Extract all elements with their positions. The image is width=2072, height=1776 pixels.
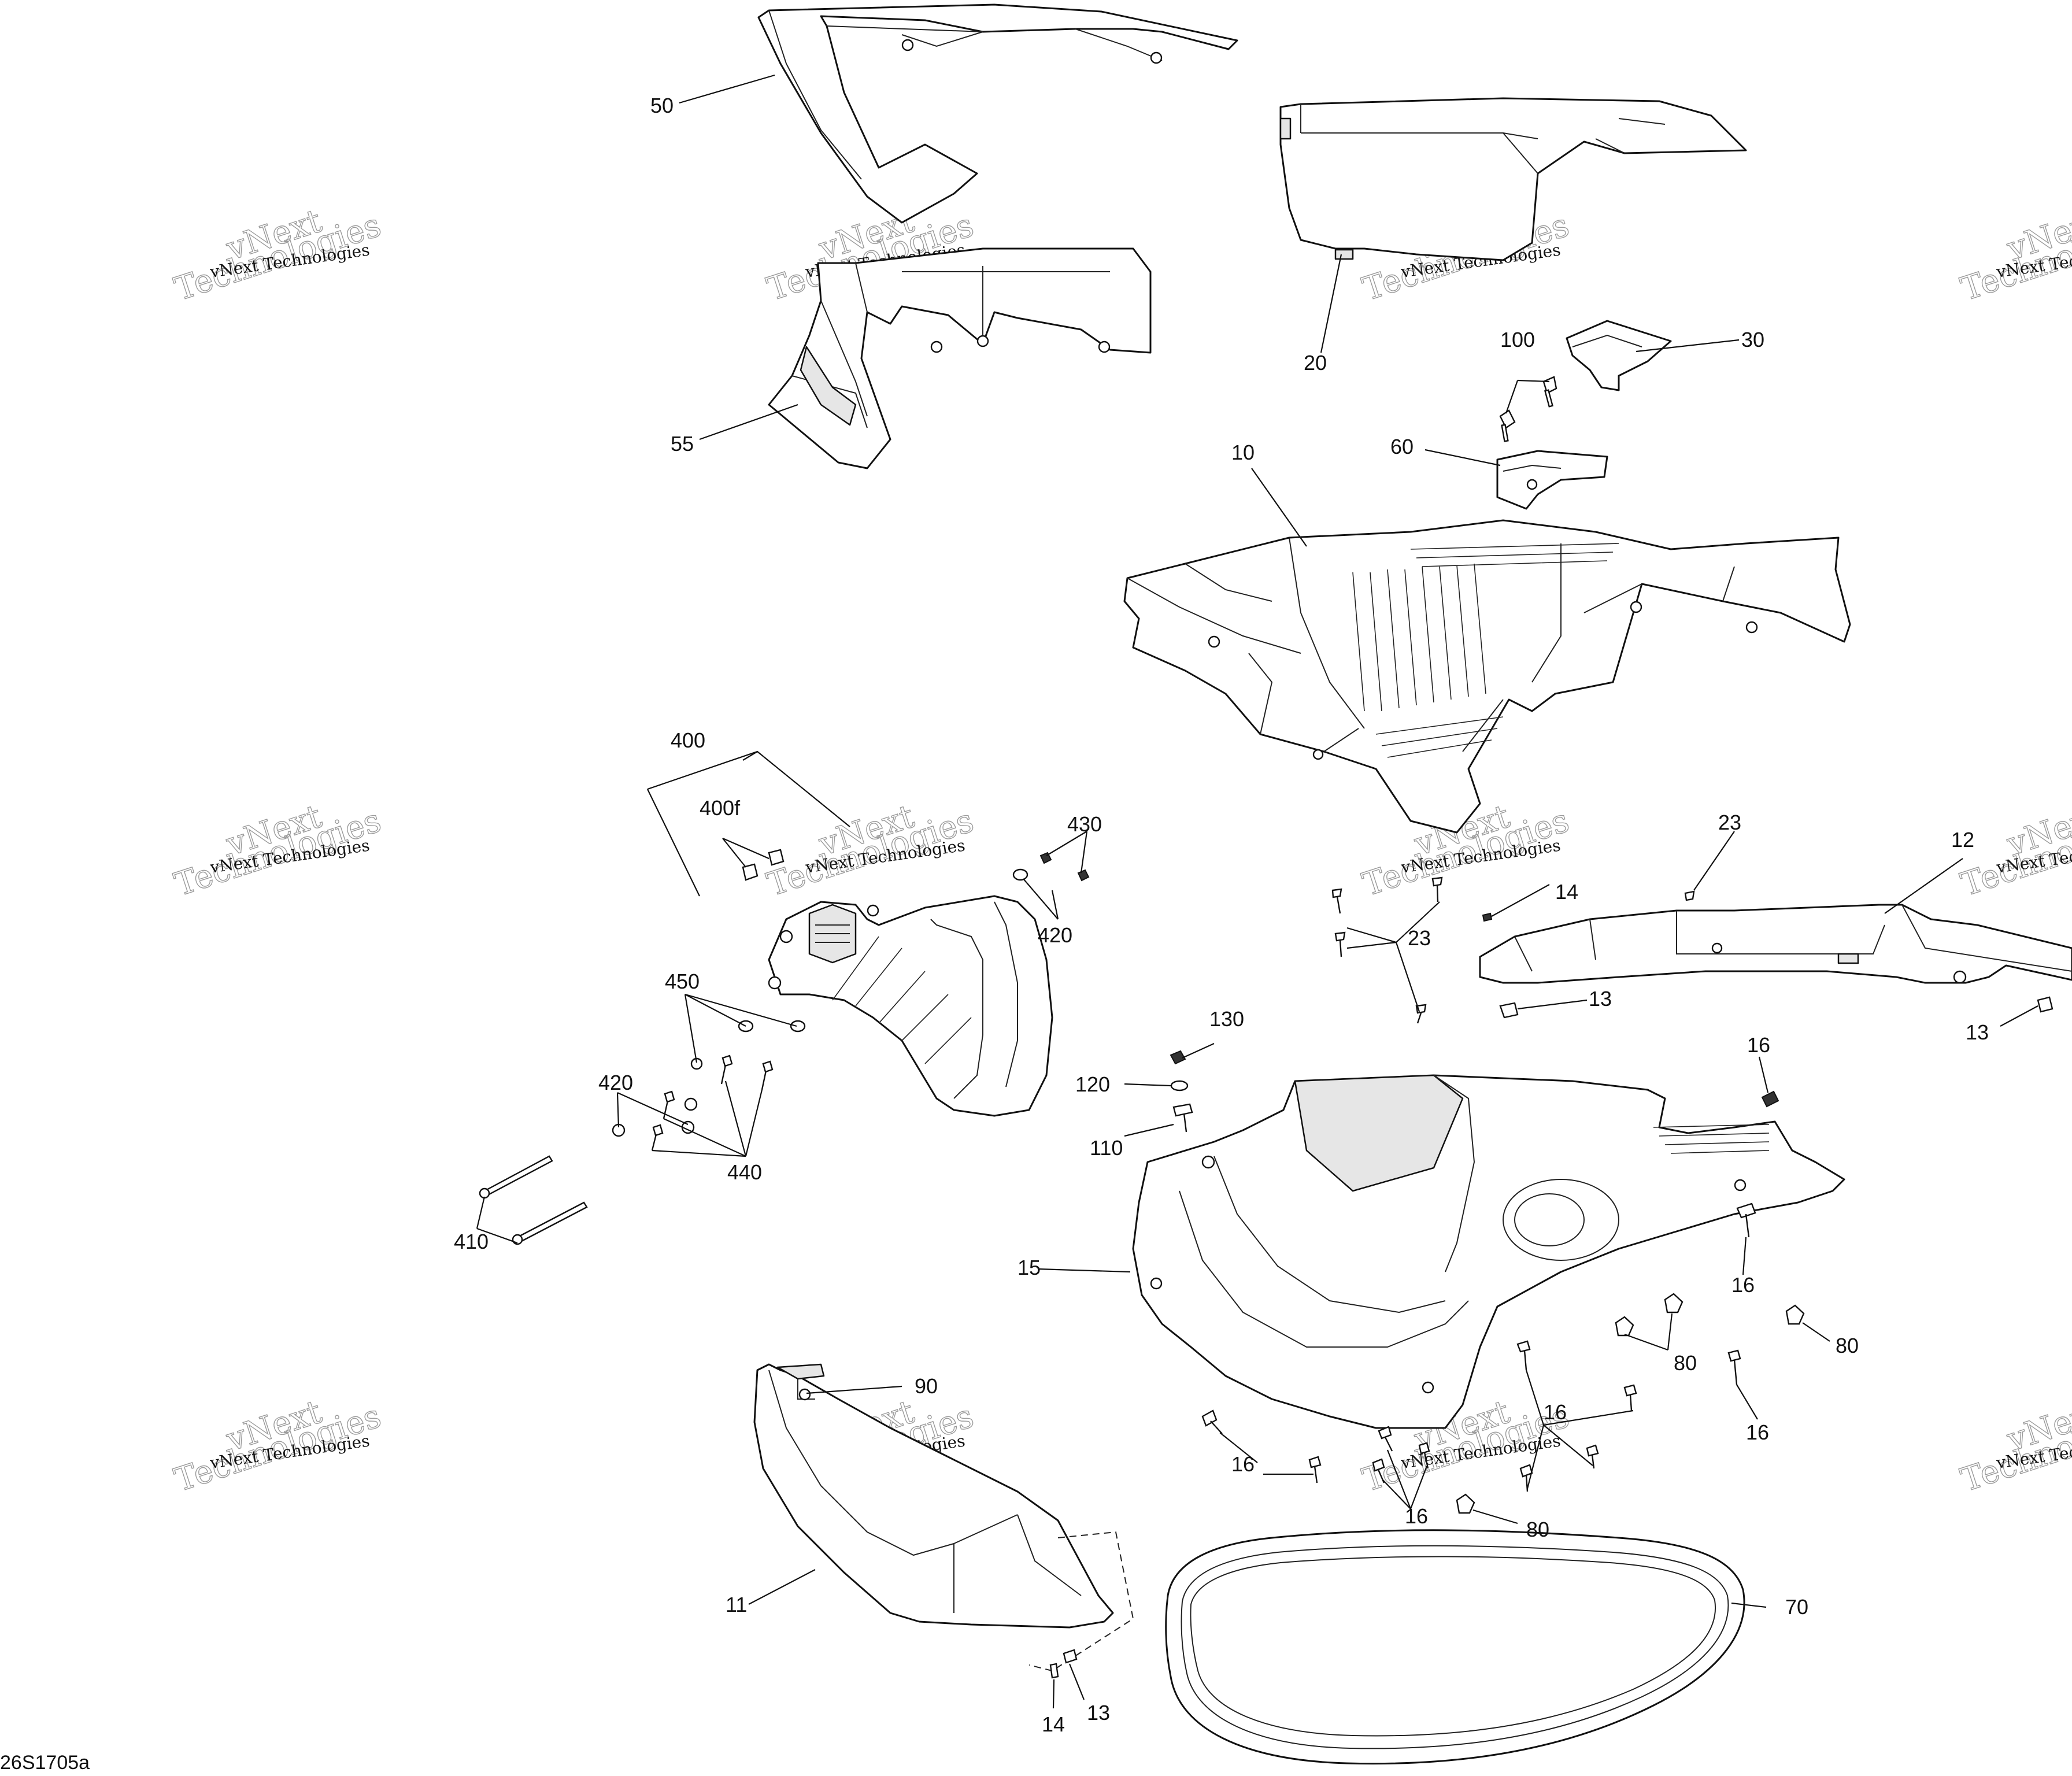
callout-420-lower: 420 xyxy=(598,1071,633,1094)
part-10-main-body xyxy=(1123,519,1851,834)
callout-80-center: 80 xyxy=(1674,1351,1697,1375)
callout-120: 120 xyxy=(1075,1072,1110,1096)
callout-400: 400 xyxy=(671,728,705,752)
hardware-110-120-130 xyxy=(1170,1050,1193,1133)
part-11-lower-deflector xyxy=(753,1363,1134,1672)
callout-110: 110 xyxy=(1090,1136,1123,1160)
hardware-14-13-lower xyxy=(1049,1649,1078,1679)
callout-100: 100 xyxy=(1500,328,1535,352)
watermark-edge-bottom: vNext Technologies vNext Technologies xyxy=(1956,1393,2072,1500)
callout-80-right: 80 xyxy=(1836,1334,1859,1357)
part-50-upper-side-panel xyxy=(757,3,1238,224)
callout-440: 440 xyxy=(727,1160,762,1184)
callout-23-right: 23 xyxy=(1718,811,1741,834)
watermark-left-bottom: vNext Technologies vNext Technologies xyxy=(170,1393,386,1500)
figure-code: 26S1705a xyxy=(0,1752,90,1774)
callout-80-bottom: 80 xyxy=(1526,1518,1549,1541)
callout-430: 430 xyxy=(1067,812,1102,836)
watermark-left-top: vNext Technologies vNext Technologies xyxy=(170,202,386,309)
part-100-screws xyxy=(1499,376,1557,442)
callout-12: 12 xyxy=(1951,828,1974,852)
callout-16-left: 16 xyxy=(1231,1452,1255,1476)
part-60-clip xyxy=(1496,450,1608,510)
watermark-edge-top: vNext Technologies vNext Technologies xyxy=(1956,202,2072,309)
callout-55: 55 xyxy=(671,432,694,456)
part-400-bin-assembly xyxy=(768,895,1053,1117)
part-70-seal xyxy=(1165,1529,1745,1765)
callout-10: 10 xyxy=(1231,441,1255,464)
callout-50: 50 xyxy=(650,94,674,117)
callout-labels: 50 55 20 100 30 60 10 400 400f 430 420 4… xyxy=(454,94,1989,1736)
callout-16-right-upper: 16 xyxy=(1731,1273,1755,1297)
watermark-left-mid: vNext Technologies vNext Technologies xyxy=(170,797,386,904)
callout-130: 130 xyxy=(1209,1007,1244,1031)
callout-16-top: 16 xyxy=(1747,1033,1770,1057)
callout-15: 15 xyxy=(1018,1256,1041,1279)
callout-13-right: 13 xyxy=(1966,1020,1989,1044)
callout-16-center: 16 xyxy=(1544,1400,1567,1424)
part-15-lower-tub xyxy=(1132,1074,1845,1429)
hardware-screws-23-14-13 xyxy=(1331,876,2054,1024)
callout-420-upper: 420 xyxy=(1038,923,1072,947)
watermark-center-mid: vNext Technologies vNext Technologies xyxy=(763,797,979,904)
callout-450: 450 xyxy=(665,970,700,993)
part-55-side-trim xyxy=(768,247,1152,469)
callout-90: 90 xyxy=(915,1374,938,1398)
callout-70: 70 xyxy=(1785,1595,1808,1619)
callout-400f: 400f xyxy=(700,796,741,820)
part-20-upper-cover xyxy=(1279,97,1747,261)
callout-23-left: 23 xyxy=(1408,926,1431,950)
callout-20: 20 xyxy=(1304,351,1327,375)
callout-410: 410 xyxy=(454,1230,489,1253)
callout-13-lower: 13 xyxy=(1087,1701,1110,1725)
callout-11: 11 xyxy=(726,1593,747,1616)
callout-60: 60 xyxy=(1390,435,1414,458)
watermark-group: vNext Technologies vNext Technologies vN… xyxy=(170,202,2072,1500)
callout-14-lower: 14 xyxy=(1042,1712,1065,1736)
leader-lines xyxy=(476,74,2038,1709)
hardware-screws-16-clips-80 xyxy=(1201,1090,1805,1514)
part-30-bracket-cap xyxy=(1566,320,1672,391)
callout-16-bottom: 16 xyxy=(1405,1504,1428,1528)
callout-16-right-lower: 16 xyxy=(1746,1420,1769,1444)
callout-30: 30 xyxy=(1741,328,1764,352)
part-12-side-rail xyxy=(1479,904,2072,984)
callout-13-mid: 13 xyxy=(1589,987,1612,1011)
callout-14-upper: 14 xyxy=(1555,880,1578,904)
